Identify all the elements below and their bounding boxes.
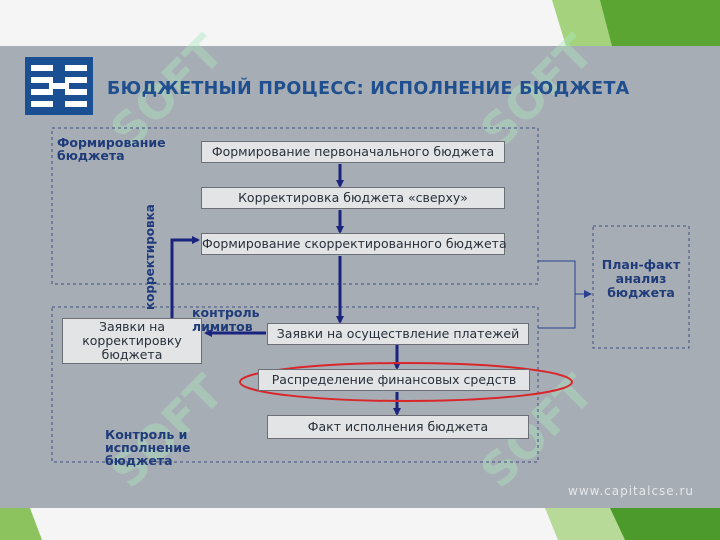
section-label-formation: Формирование бюджета xyxy=(57,135,166,163)
footer-url: www.capitalcse.ru xyxy=(568,484,695,498)
box-adjustment-requests: Заявки на корректировку бюджета xyxy=(62,318,202,364)
section-label-control: Контроль и исполнение бюджета xyxy=(105,427,191,468)
slide-title: БЮДЖЕТНЫЙ ПРОЦЕСС: ИСПОЛНЕНИЕ БЮДЖЕТА xyxy=(107,79,630,99)
plan-fact-label: План-факт анализ бюджета xyxy=(601,257,681,300)
box-adjusted-budget: Формирование скорректированного бюджета xyxy=(201,233,507,255)
plan-fact-frame xyxy=(592,225,690,349)
box-payment-requests: Заявки на осуществление платежей xyxy=(267,323,529,345)
adjustment-vertical-label: корректировка xyxy=(143,204,157,310)
formation-section-frame xyxy=(51,127,539,285)
box-budget-fact: Факт исполнения бюджета xyxy=(267,415,529,439)
box-fund-distribution: Распределение финансовых средств xyxy=(258,369,530,391)
limit-control-label: контроль лимитов xyxy=(192,305,260,334)
control-section-frame xyxy=(51,306,539,463)
highlight-ellipse xyxy=(239,362,573,402)
company-logo xyxy=(25,57,93,115)
box-top-adjustment: Корректировка бюджета «сверху» xyxy=(201,187,505,209)
box-initial-budget: Формирование первоначального бюджета xyxy=(201,141,505,163)
